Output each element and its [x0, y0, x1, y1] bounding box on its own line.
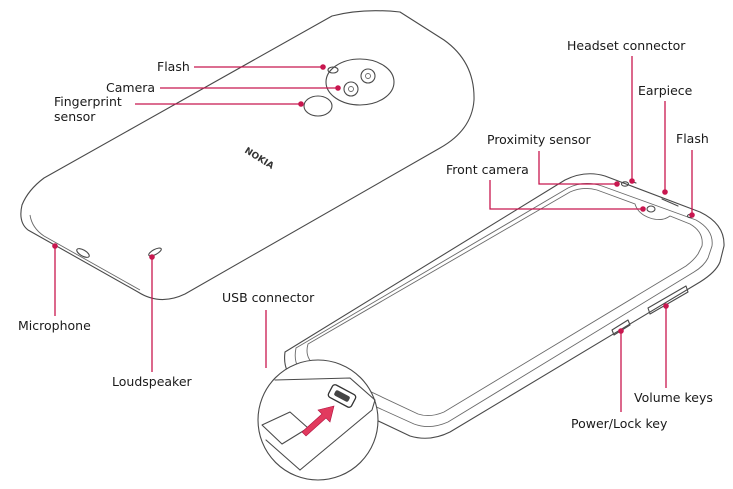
label-fingerprint-line1: Fingerprint [54, 94, 122, 109]
camera-lens-2 [343, 81, 359, 97]
power-lock-key [611, 319, 631, 336]
label-microphone: Microphone [18, 318, 91, 333]
brand-logo: NOKIA [242, 146, 275, 172]
label-headset-connector: Headset connector [567, 38, 686, 53]
label-flash-back: Flash [157, 59, 190, 74]
volume-keys [647, 285, 689, 315]
fingerprint-sensor [303, 95, 333, 117]
earpiece-slot [661, 198, 679, 207]
insert-arrow [301, 405, 335, 437]
label-fingerprint-line2: sensor [54, 109, 96, 124]
microphone-grille [76, 248, 90, 258]
label-earpiece: Earpiece [638, 83, 693, 98]
label-volume-keys: Volume keys [634, 390, 713, 405]
callout-labels: Flash Camera Fingerprint sensor Micropho… [18, 38, 713, 431]
label-camera: Camera [106, 80, 155, 95]
loudspeaker-grille [148, 247, 162, 257]
back-flash-led [327, 66, 339, 74]
camera-module [325, 58, 395, 106]
label-flash-front: Flash [676, 131, 709, 146]
proximity-sensor-window [620, 181, 630, 187]
phone-back-body [20, 10, 475, 301]
label-loudspeaker: Loudspeaker [112, 374, 193, 389]
leader-lines [52, 56, 695, 412]
front-camera-lens [646, 205, 656, 213]
front-screen [306, 187, 703, 417]
label-power-lock-key: Power/Lock key [571, 416, 668, 431]
phone-back: NOKIA [20, 10, 475, 301]
label-proximity-sensor: Proximity sensor [487, 132, 592, 147]
label-front-camera: Front camera [446, 162, 529, 177]
usb-zoom-inset [257, 359, 379, 481]
label-usb-connector: USB connector [222, 290, 315, 305]
camera-lens-1 [360, 68, 376, 84]
